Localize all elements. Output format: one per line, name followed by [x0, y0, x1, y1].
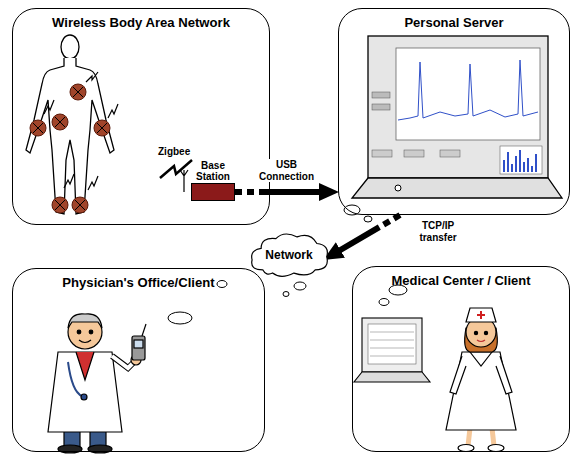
- radio-zigzag: [86, 72, 98, 82]
- laptop: [440, 150, 460, 157]
- nurse-figure: [488, 445, 504, 452]
- radio-zigzag: [108, 104, 118, 118]
- physician-figure: [68, 314, 102, 328]
- body-sensor: [30, 120, 46, 136]
- thought-bubble: [344, 205, 360, 215]
- physician-figure: [134, 340, 143, 348]
- physician-figure: [132, 336, 145, 360]
- client-laptop: [354, 372, 430, 382]
- network-panel: Wireless Body Area NetworkBase Station: [12, 8, 270, 225]
- client-panel: Medical Center / Client: [352, 266, 570, 452]
- physician-figure: [48, 314, 146, 453]
- laptop: [372, 104, 390, 110]
- physician-figure: [77, 330, 81, 334]
- sensor-cross: [75, 200, 85, 210]
- node-label: Medical Center / Client: [353, 273, 569, 288]
- radio-zigzag: [44, 72, 118, 190]
- laptop: [372, 150, 392, 157]
- network-cloud: Network: [248, 232, 330, 278]
- physician-figure: [142, 324, 146, 336]
- nurse-figure: [474, 331, 477, 334]
- protocol-label: Zigbee: [158, 146, 190, 157]
- zigbee-signal: [160, 160, 192, 178]
- laptop: [404, 150, 424, 157]
- client-panel: Physician's Office/Client: [12, 268, 265, 452]
- radio-zigzag: [88, 176, 98, 190]
- human-body: [61, 35, 79, 59]
- thought-bubble: [294, 282, 306, 290]
- thought-bubble: [283, 292, 289, 297]
- client-laptop: [354, 318, 430, 382]
- client-laptop: [368, 324, 416, 364]
- sensor-cross: [55, 200, 65, 210]
- zigbee-signal: [160, 160, 192, 178]
- laptop: [500, 146, 542, 174]
- sensor-cross: [55, 117, 65, 127]
- laptop: [372, 92, 390, 98]
- laptop: [352, 178, 562, 198]
- nurse-figure: [484, 331, 487, 334]
- radio-zigzag: [64, 174, 74, 188]
- nurse-figure: [450, 356, 466, 394]
- nurse-figure: [466, 308, 496, 322]
- thought-bubble: [168, 312, 192, 324]
- human-body: [26, 58, 114, 214]
- thought-bubble: [379, 299, 389, 306]
- nurse-figure: [470, 352, 492, 366]
- body-sensor: [72, 197, 88, 213]
- edge-label: TCP/IP transfer: [414, 220, 462, 243]
- cloud-shape: [252, 234, 328, 276]
- nurse-figure: [468, 428, 494, 446]
- physician-figure: [81, 394, 87, 400]
- physician-figure: [89, 330, 93, 334]
- client-laptop: [370, 332, 414, 356]
- physician-figure: [76, 352, 94, 380]
- laptop: [396, 48, 540, 140]
- nurse-figure: [446, 308, 516, 452]
- physician-figure: [48, 352, 122, 432]
- physician-figure: [68, 362, 82, 396]
- body-sensor: [30, 84, 110, 213]
- thought-bubble: [364, 216, 372, 222]
- body-sensor: [52, 197, 68, 213]
- nurse-figure: [477, 311, 485, 319]
- antenna: [180, 170, 188, 192]
- client-laptop: [362, 318, 422, 372]
- arrow-connector: [235, 189, 320, 195]
- node-label: Personal Server: [339, 15, 569, 30]
- body-sensor: [70, 84, 86, 100]
- radio-zigzag: [44, 100, 54, 114]
- node-label: Base Station: [190, 160, 236, 182]
- antenna: [180, 170, 188, 192]
- nurse-figure: [458, 445, 474, 452]
- body-sensor: [52, 114, 68, 130]
- thought-bubble: [217, 281, 227, 288]
- laptop: [395, 185, 401, 191]
- server-panel: Personal Server: [338, 8, 570, 215]
- sensor-cross: [33, 87, 107, 210]
- base-station-box: Base Station: [191, 183, 235, 201]
- nurse-figure: [496, 356, 512, 394]
- nurse-figure: [446, 352, 516, 430]
- node-label: Physician's Office/Client: [13, 275, 264, 290]
- laptop: [398, 60, 538, 120]
- thought-bubble: [168, 205, 407, 324]
- arrow-connector: [340, 215, 400, 250]
- laptop: [352, 36, 562, 198]
- human-body: [26, 35, 114, 214]
- laptop: [504, 150, 536, 172]
- sensor-cross: [33, 123, 43, 133]
- physician-figure: [79, 340, 91, 343]
- node-label: Network: [265, 248, 312, 262]
- body-sensor: [94, 120, 110, 136]
- sensor-cross: [97, 123, 107, 133]
- edge-label: USB Connection: [256, 159, 318, 182]
- sensor-cross: [73, 87, 83, 97]
- laptop: [368, 36, 548, 178]
- node-label: Wireless Body Area Network: [13, 15, 269, 30]
- nurse-figure: [477, 340, 485, 342]
